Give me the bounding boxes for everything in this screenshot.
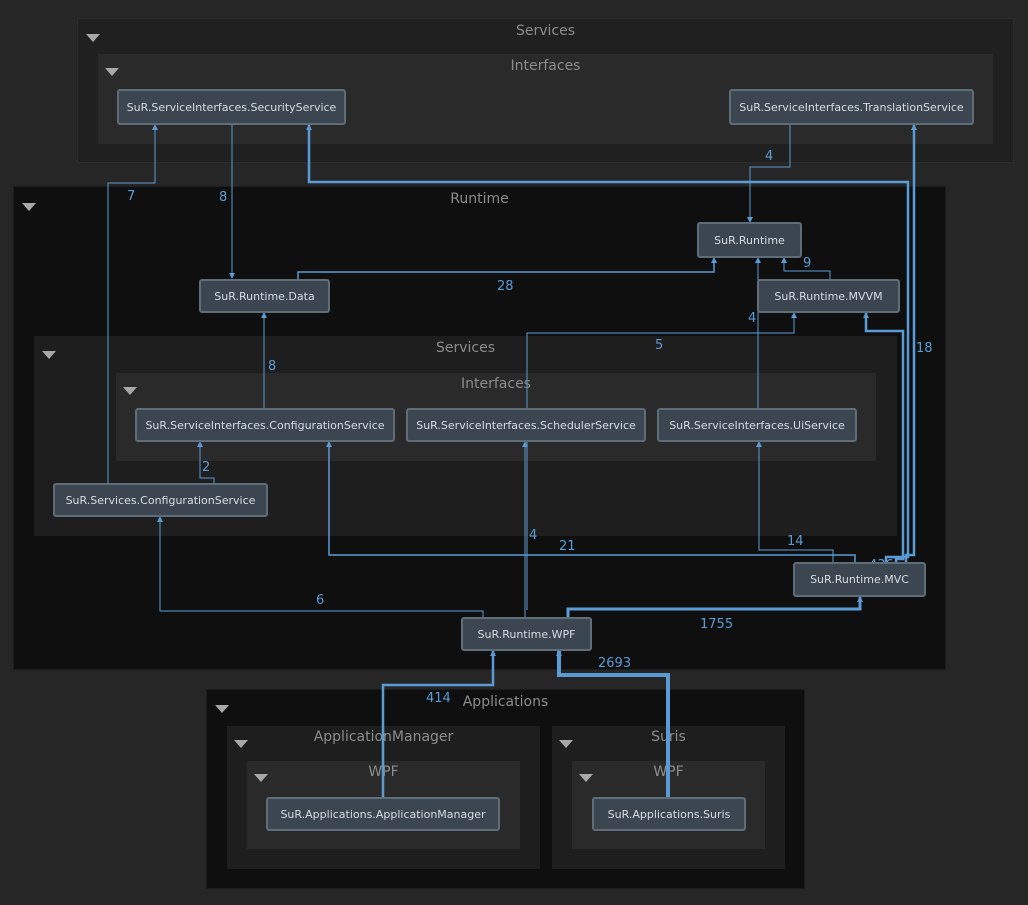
edge-mvc-to-security[interactable]	[306, 124, 910, 562]
collapse-triangle-icon[interactable]	[579, 774, 593, 782]
edge-mvc-to-ui[interactable]	[756, 441, 834, 562]
node-runtime[interactable]: SuR.Runtime	[697, 222, 802, 258]
edge-label: 2	[202, 460, 210, 475]
node-suris[interactable]: SuR.Applications.Suris	[592, 797, 746, 831]
collapse-triangle-icon[interactable]	[234, 740, 248, 748]
edge-wpf-to-mvvm[interactable]	[526, 312, 797, 610]
edge-label: 4	[765, 149, 773, 164]
edge-mvc-to-mvvm[interactable]	[863, 312, 905, 562]
edge-configuration-to-configinterface[interactable]	[197, 441, 215, 483]
collapse-triangle-icon[interactable]	[22, 203, 36, 211]
edge-label: 8	[219, 190, 227, 205]
collapse-triangle-icon[interactable]	[559, 740, 573, 748]
edge-label: 28	[497, 279, 514, 294]
node-application-manager[interactable]: SuR.Applications.ApplicationManager	[266, 797, 500, 831]
node-configuration-service[interactable]: SuR.Services.ConfigurationService	[53, 483, 268, 517]
collapse-triangle-icon[interactable]	[123, 387, 137, 395]
edge-translation-to-runtime[interactable]	[747, 125, 791, 223]
group-title: Interfaces	[461, 376, 531, 392]
edge-configuration-to-security[interactable]	[107, 124, 158, 483]
edge-appmanager-to-wpf[interactable]	[381, 650, 496, 797]
edge-label: 14	[787, 534, 804, 549]
collapse-triangle-icon[interactable]	[105, 68, 119, 76]
edge-label: 6	[316, 593, 324, 608]
edge-data-to-runtime[interactable]	[297, 257, 717, 279]
edge-label: 1755	[700, 617, 733, 632]
edge-mvc-to-translation[interactable]	[904, 124, 917, 562]
edge-label: 18	[916, 341, 933, 356]
node-runtime-data[interactable]: SuR.Runtime.Data	[199, 279, 330, 313]
edge-mvc-to-configinterface[interactable]	[326, 441, 856, 562]
group-title: Services	[515, 23, 576, 39]
edge-label: 2693	[598, 656, 631, 671]
node-security-service[interactable]: SuR.ServiceInterfaces.SecurityService	[117, 89, 346, 125]
collapse-triangle-icon[interactable]	[254, 774, 268, 782]
collapse-triangle-icon[interactable]	[42, 351, 56, 359]
group-title: Runtime	[450, 191, 509, 207]
edge-label: 8	[268, 359, 276, 374]
node-scheduler-service[interactable]: SuR.ServiceInterfaces.SchedulerService	[406, 408, 646, 442]
collapse-triangle-icon[interactable]	[86, 34, 100, 42]
edge-mvvm-to-runtime[interactable]	[781, 257, 831, 279]
edge-wpf-to-configuration[interactable]	[157, 516, 484, 617]
edge-wpf-to-mvc[interactable]	[566, 596, 863, 617]
node-runtime-mvc[interactable]: SuR.Runtime.MVC	[793, 562, 926, 597]
edge-label: 21	[559, 539, 576, 554]
edge-label: 9	[803, 256, 811, 271]
node-configuration-service-interface[interactable]: SuR.ServiceInterfaces.ConfigurationServi…	[135, 408, 395, 442]
group-title: Interfaces	[510, 58, 581, 74]
edge-label: 4	[529, 528, 537, 543]
edge-label: 7	[127, 189, 135, 204]
edge-label: 4	[748, 311, 756, 326]
group-title: Applications	[462, 694, 549, 710]
node-runtime-mvvm[interactable]: SuR.Runtime.MVVM	[757, 279, 900, 313]
edge-suris-to-wpf[interactable]	[556, 650, 670, 797]
edge-label: 5	[655, 338, 663, 353]
edge-label: 414	[426, 691, 451, 706]
collapse-triangle-icon[interactable]	[215, 705, 229, 713]
node-ui-service[interactable]: SuR.ServiceInterfaces.UiService	[657, 408, 857, 442]
node-translation-service[interactable]: SuR.ServiceInterfaces.TranslationService	[729, 89, 974, 125]
node-runtime-wpf[interactable]: SuR.Runtime.WPF	[461, 617, 592, 651]
group-title: Services	[435, 340, 496, 356]
